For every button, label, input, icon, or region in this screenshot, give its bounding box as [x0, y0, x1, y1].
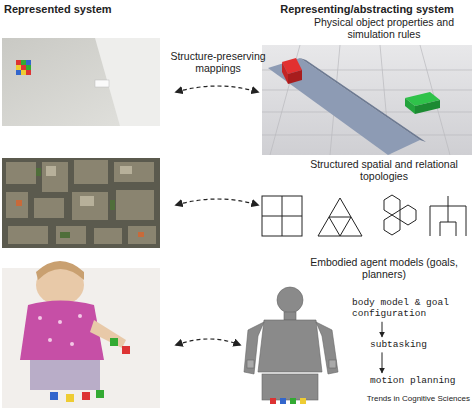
journal-credit: Trends in Cognitive Sciences: [330, 394, 470, 403]
topology-shapes: [262, 195, 466, 236]
flow-arrow: [382, 352, 383, 373]
aerial-city-photo: [2, 158, 160, 248]
panel-caption: Embodied agent models (goals, planners): [296, 256, 472, 280]
planner-step: motion planning: [368, 374, 468, 387]
simulation-render: [262, 45, 472, 155]
flow-arrow: [382, 322, 383, 337]
panel-caption: Physical object properties and simulatio…: [296, 16, 472, 40]
table-photo: [2, 38, 160, 126]
robot-model: [244, 287, 338, 400]
planner-step: body model & goal configuration: [350, 296, 472, 321]
robot-cubes: [270, 398, 306, 404]
child-photo: [2, 261, 160, 408]
step-text: subtasking: [370, 339, 466, 350]
column-heading: Represented system: [4, 3, 164, 16]
column-heading: Representing/abstracting system: [262, 3, 472, 16]
step-text: motion planning: [370, 375, 466, 386]
mapping-arrow: [176, 86, 258, 345]
mapping-label: Structure-preserving mappings: [166, 50, 270, 74]
step-text: body model & goal configuration: [352, 297, 470, 320]
panel-caption: Structured spatial and relational topolo…: [296, 158, 472, 182]
planner-step: subtasking: [368, 338, 468, 351]
